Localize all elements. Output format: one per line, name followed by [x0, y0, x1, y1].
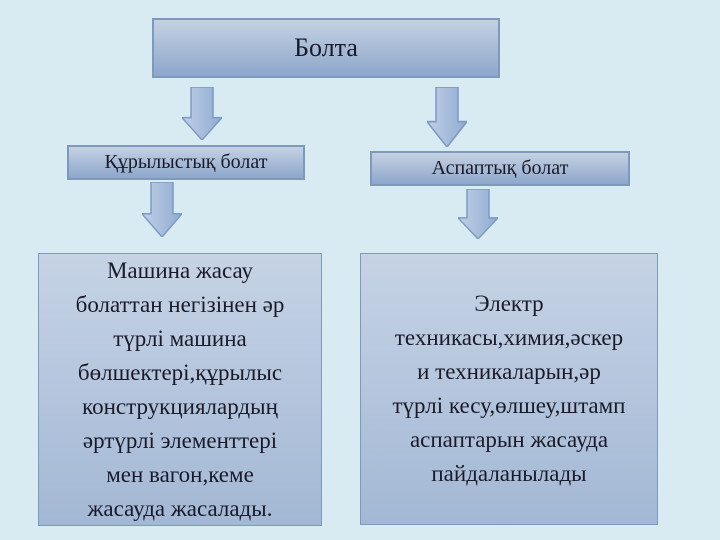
down-arrow-icon: [427, 87, 467, 147]
branch-right-label: Аспаптық болат: [431, 157, 569, 179]
branch-right-description-box: Электр техникасы,химия,әскер и техникала…: [360, 253, 658, 525]
branch-left-description-box: Машина жасау болаттан негізінен әр түрлі…: [38, 253, 322, 526]
branch-left-label-box: Құрылыстық болат: [67, 145, 305, 180]
branch-left-description: Машина жасау болаттан негізінен әр түрлі…: [75, 257, 285, 521]
down-arrow-icon: [458, 189, 498, 239]
branch-right-label-box: Аспаптық болат: [370, 151, 630, 186]
branch-left-label: Құрылыстық болат: [104, 151, 268, 173]
branch-right-description: Электр техникасы,химия,әскер и техникала…: [392, 291, 626, 486]
down-arrow-icon: [142, 182, 182, 237]
root-node-label: Болта: [294, 33, 358, 62]
down-arrow-icon: [182, 87, 222, 140]
root-node-box: Болта: [152, 18, 500, 78]
